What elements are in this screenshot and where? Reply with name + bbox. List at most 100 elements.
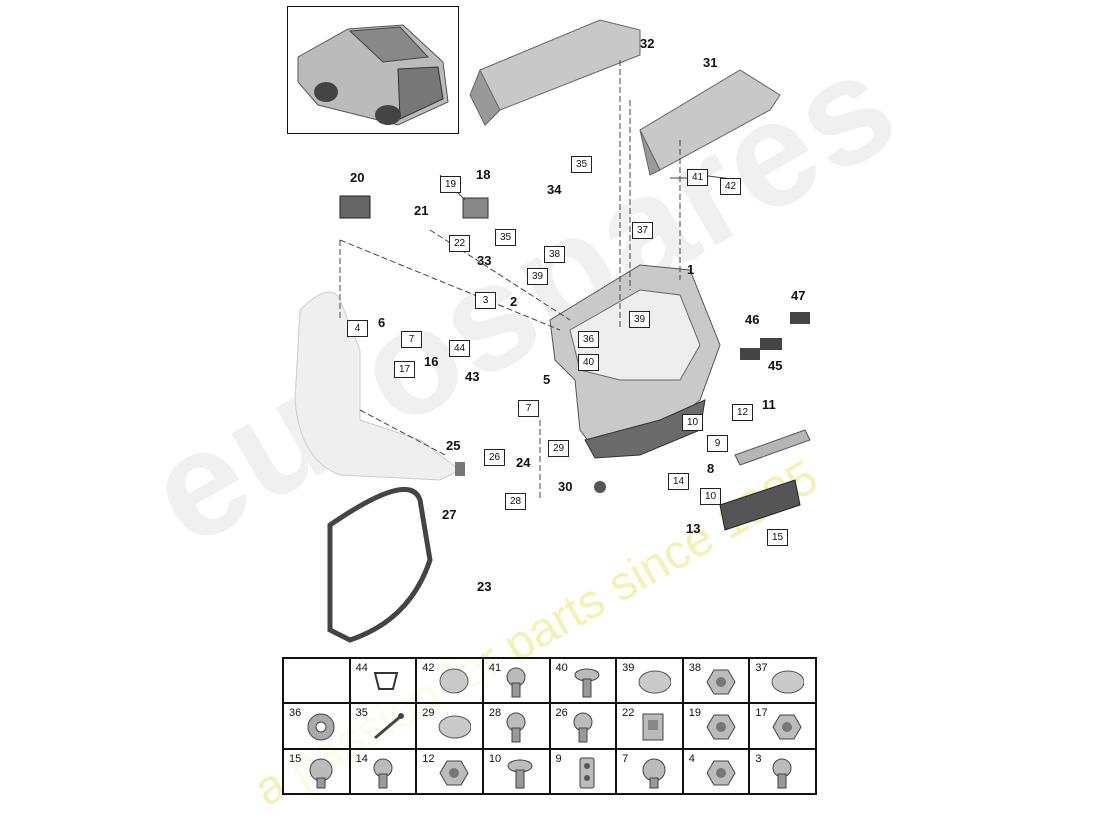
oval-plug-icon — [638, 670, 672, 694]
hex-nut-icon — [706, 669, 736, 695]
body-section — [294, 291, 461, 481]
callout-13: 13 — [686, 521, 701, 536]
plate-icon — [579, 757, 594, 789]
legend-part-number: 10 — [488, 752, 502, 765]
legend-cell-44: 44 — [349, 658, 417, 704]
legend-part-number: 15 — [289, 752, 302, 765]
legend-part-number: 42 — [422, 662, 435, 674]
legend-cell-22: 22 — [616, 703, 683, 749]
part-47 — [790, 312, 810, 324]
callout-18: 18 — [476, 167, 491, 182]
legend-cell-17: 17 — [749, 703, 816, 749]
callout-6: 6 — [378, 315, 386, 330]
box-41: 41 — [687, 169, 708, 186]
box-10b: 10 — [700, 488, 721, 505]
box-17: 17 — [394, 361, 415, 378]
legend-part-number: 29 — [422, 707, 435, 720]
callout-24: 24 — [516, 455, 531, 470]
legend-part-number: 35 — [355, 707, 368, 720]
legend-part-number: 37 — [755, 662, 768, 674]
legend-cell-9: 9 — [549, 748, 617, 794]
bolt-icon — [506, 712, 526, 743]
bolt-icon — [373, 758, 393, 789]
callout-47: 47 — [791, 288, 806, 303]
vehicle-icon — [297, 24, 449, 126]
legend-part-number: 22 — [622, 707, 635, 720]
part-30 — [594, 481, 606, 493]
legend-part-number: 14 — [355, 752, 368, 765]
legend-cell-19: 19 — [682, 703, 750, 749]
box-3: 3 — [475, 292, 496, 309]
legend-part-number: 44 — [355, 662, 368, 674]
legend-cell-38: 38 — [682, 658, 750, 704]
legend-cell-37: 37 — [749, 658, 816, 704]
bolt-icon — [772, 758, 792, 789]
box-40: 40 — [578, 354, 599, 371]
round-cap-icon — [439, 668, 469, 694]
legend-cell-10: 10 — [482, 748, 550, 794]
callout-1: 1 — [687, 262, 695, 277]
legend-cell-40: 40 — [549, 658, 617, 704]
actuator-18 — [462, 197, 489, 219]
legend-cell-15: 15 — [283, 748, 350, 794]
oval-plug-icon — [771, 670, 805, 694]
callout-8: 8 — [707, 461, 715, 476]
washer-icon — [307, 713, 335, 741]
callout-16: 16 — [424, 354, 439, 369]
legend-cell-4: 4 — [682, 748, 750, 794]
bolt-icon — [573, 712, 592, 743]
callout-45: 45 — [768, 358, 783, 373]
parts-diagram: eurospares a passion for parts since 198… — [121, 6, 923, 817]
legend-cell-39: 39 — [616, 658, 683, 704]
legend-part-number: 28 — [488, 707, 502, 720]
part-45 — [760, 338, 782, 350]
seal-23 — [327, 486, 433, 643]
callout-23: 23 — [477, 579, 492, 594]
callout-11: 11 — [762, 397, 776, 412]
pin-icon — [373, 713, 404, 740]
box-44: 44 — [449, 340, 470, 357]
torx-screw-icon — [309, 758, 333, 789]
latch-20 — [339, 195, 371, 219]
hex-nut-icon — [706, 760, 736, 786]
legend-cell-28: 28 — [482, 703, 550, 749]
torx-screw-icon — [642, 758, 666, 789]
bracket-clip-icon — [642, 713, 664, 741]
clip-icon — [373, 672, 398, 690]
box-35a: 35 — [571, 156, 592, 173]
trim-strip-8 — [734, 429, 811, 466]
callout-20: 20 — [350, 170, 365, 185]
callout-33: 33 — [477, 253, 492, 268]
callout-34: 34 — [547, 182, 562, 197]
licence-plate-holder-13 — [719, 479, 801, 531]
exploded-view — [294, 19, 811, 643]
flanged-screw-icon — [574, 668, 599, 698]
vehicle-thumbnail — [287, 6, 459, 134]
box-12: 12 — [732, 404, 753, 421]
flanged-screw-icon — [507, 759, 533, 789]
legend-part-number: 12 — [422, 752, 435, 765]
legend-cell-41: 41 — [482, 658, 550, 704]
box-42: 42 — [720, 178, 741, 195]
legend-cell-29: 29 — [416, 703, 483, 749]
legend-cell-12: 12 — [416, 748, 483, 794]
callout-27: 27 — [442, 507, 457, 522]
part-25 — [455, 462, 465, 476]
legend-part-number: 36 — [289, 707, 302, 720]
callout-32: 32 — [640, 36, 655, 51]
legend-cell-36: 36 — [283, 703, 350, 749]
legend-cell-42: 42 — [416, 658, 483, 704]
legend-cell-26: 26 — [549, 703, 617, 749]
callout-5: 5 — [543, 372, 551, 387]
hex-nut-icon — [706, 714, 736, 740]
box-19: 19 — [440, 176, 461, 193]
box-9: 9 — [707, 435, 728, 452]
legend-part-number: 9 — [555, 752, 562, 765]
legend-cell-7: 7 — [616, 748, 683, 794]
legend-part-number: 39 — [622, 662, 635, 674]
box-26: 26 — [484, 449, 505, 466]
box-29: 29 — [548, 440, 569, 457]
box-38: 38 — [544, 246, 565, 263]
box-7b: 7 — [518, 400, 539, 417]
